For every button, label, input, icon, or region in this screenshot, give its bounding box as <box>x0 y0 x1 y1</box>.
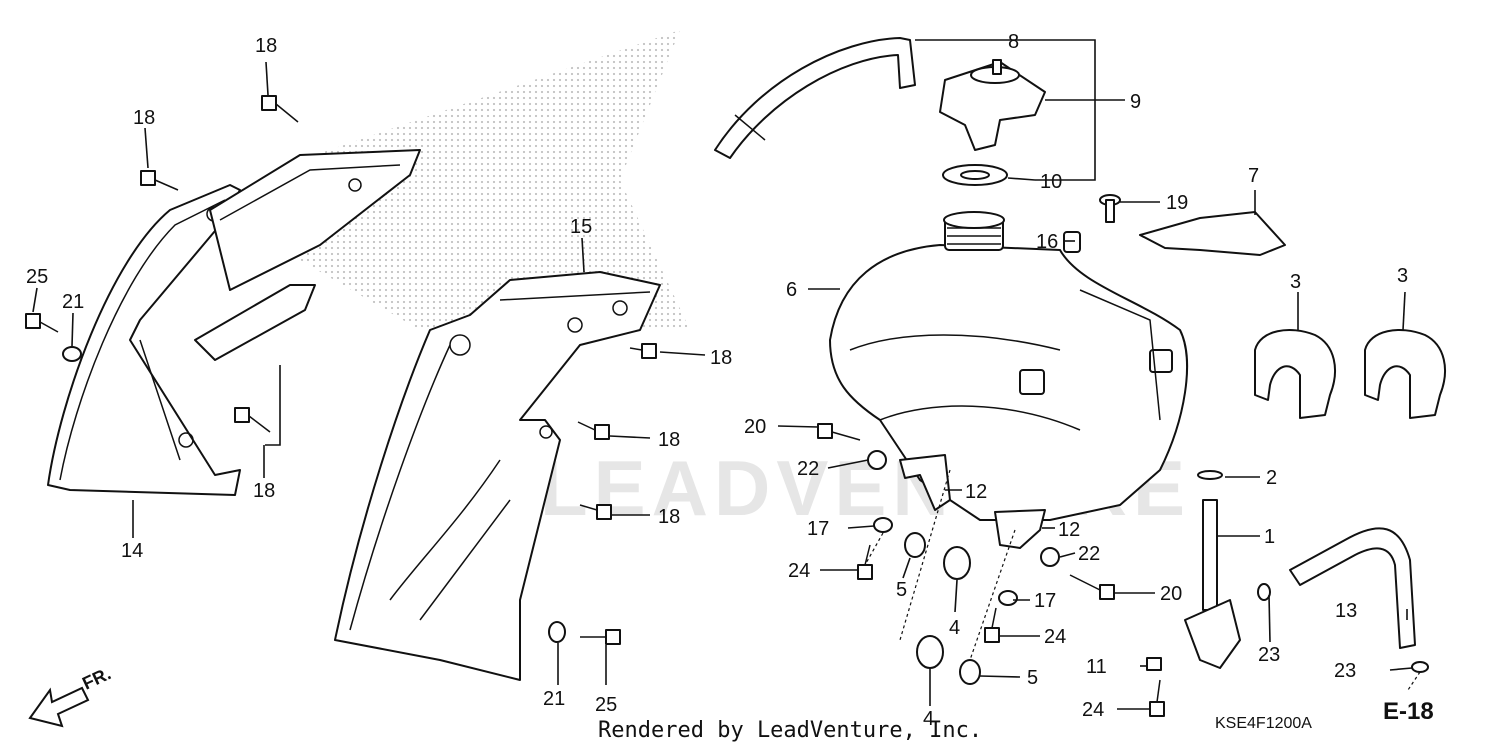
page-reference: E-18 <box>1383 698 1434 725</box>
callout-24: 24 <box>1044 626 1066 648</box>
wing-decal-pattern <box>300 30 690 330</box>
callout-23: 23 <box>1258 644 1280 666</box>
callout-23: 23 <box>1334 660 1356 682</box>
washer-22a-part <box>867 450 887 470</box>
bolt-18b-part <box>140 170 179 191</box>
callout-22: 22 <box>1078 543 1100 565</box>
callout-18: 18 <box>253 480 275 502</box>
callout-5: 5 <box>1027 667 1038 689</box>
nut-21a-part <box>62 346 82 362</box>
clamp-3b-part <box>1364 329 1446 419</box>
callout-3: 3 <box>1397 265 1408 287</box>
bracket-12b-part <box>994 509 1046 549</box>
callout-18: 18 <box>255 35 277 57</box>
grommet-17a-part <box>873 517 893 533</box>
callout-2: 2 <box>1266 467 1277 489</box>
o-ring-2-part <box>1197 470 1223 480</box>
callout-17: 17 <box>807 518 829 540</box>
callout-14: 14 <box>121 540 143 562</box>
callout-19: 19 <box>1166 192 1188 214</box>
callout-1: 1 <box>1264 526 1275 548</box>
callout-4: 4 <box>923 708 934 730</box>
bracket-12a-part <box>899 454 951 511</box>
leader-lines <box>32 39 1421 710</box>
bolt-25b-part <box>580 629 621 645</box>
bolt-18f-part <box>579 504 612 520</box>
grommet-4b-part <box>916 635 944 669</box>
front-direction-indicator: FR. <box>28 663 114 728</box>
callout-7: 7 <box>1248 165 1259 187</box>
callout-21: 21 <box>543 688 565 710</box>
nut-11-part <box>1146 657 1162 671</box>
callout-24: 24 <box>1082 699 1104 721</box>
callout-25: 25 <box>26 266 48 288</box>
breather-hose-part <box>714 37 916 159</box>
left-shroud-part <box>47 149 421 496</box>
callout-4: 4 <box>949 617 960 639</box>
fuel-tank-part <box>829 211 1189 521</box>
callout-18: 18 <box>658 506 680 528</box>
bolt-18d-part <box>629 343 657 359</box>
bolt-20b-part <box>1069 574 1115 600</box>
callout-20: 20 <box>744 416 766 438</box>
callout-21: 21 <box>62 291 84 313</box>
diagram-code: KSE4F1200A <box>1215 715 1312 732</box>
callout-11: 11 <box>1086 656 1107 678</box>
clamp-3a-part <box>1254 329 1336 419</box>
callout-5: 5 <box>896 579 907 601</box>
callout-8: 8 <box>1008 31 1019 53</box>
clip-23a-part <box>1257 583 1271 601</box>
washer-22b-part <box>1040 547 1060 567</box>
callout-18: 18 <box>658 429 680 451</box>
callout-12: 12 <box>965 481 987 503</box>
bolt-18e-part <box>577 421 610 440</box>
bolt-24b-part <box>984 607 1000 643</box>
callout-24: 24 <box>788 560 810 582</box>
bolt-18a-part <box>261 95 299 123</box>
collar-5b-part <box>959 659 981 685</box>
callout-15: 15 <box>570 216 592 238</box>
callout-10: 10 <box>1040 171 1062 193</box>
fuel-valve-part <box>1184 499 1241 669</box>
collar-16-part <box>1063 231 1081 253</box>
callout-18: 18 <box>710 347 732 369</box>
callout-3: 3 <box>1290 271 1301 293</box>
callout-25: 25 <box>595 694 617 716</box>
bolt-20a-part <box>817 423 861 441</box>
callout-17: 17 <box>1034 590 1056 612</box>
grommet-17b-part <box>998 590 1018 606</box>
callout-18: 18 <box>133 107 155 129</box>
screw-19-part <box>1099 194 1121 223</box>
fuel-cap-part <box>939 59 1046 151</box>
bolt-18c-part <box>234 407 271 433</box>
front-arrow-icon <box>28 686 90 728</box>
callout-12: 12 <box>1058 519 1080 541</box>
bolt-24c-part <box>1149 679 1165 717</box>
rendered-by-credit: Rendered by LeadVenture, Inc. <box>598 718 983 743</box>
nut-21b-part <box>548 621 566 643</box>
strap-7-part <box>1139 211 1286 256</box>
callout-16: 16 <box>1036 231 1058 253</box>
bolt-24a-part <box>857 544 873 580</box>
callout-6: 6 <box>786 279 797 301</box>
grommet-4a-part <box>943 546 971 580</box>
callouts: 18 18 25 21 14 18 15 18 18 18 21 25 8 9 … <box>26 31 1408 730</box>
callout-13: 13 <box>1335 600 1357 622</box>
clip-23b-part <box>1411 661 1429 673</box>
fuel-hose-13-part <box>1289 527 1416 649</box>
callout-22: 22 <box>797 458 819 480</box>
callout-9: 9 <box>1130 91 1141 113</box>
bolt-25a-part <box>25 313 59 333</box>
front-label: FR. <box>79 663 114 693</box>
collar-5a-part <box>904 532 926 558</box>
callout-20: 20 <box>1160 583 1182 605</box>
radiator-shroud-part <box>334 271 661 681</box>
